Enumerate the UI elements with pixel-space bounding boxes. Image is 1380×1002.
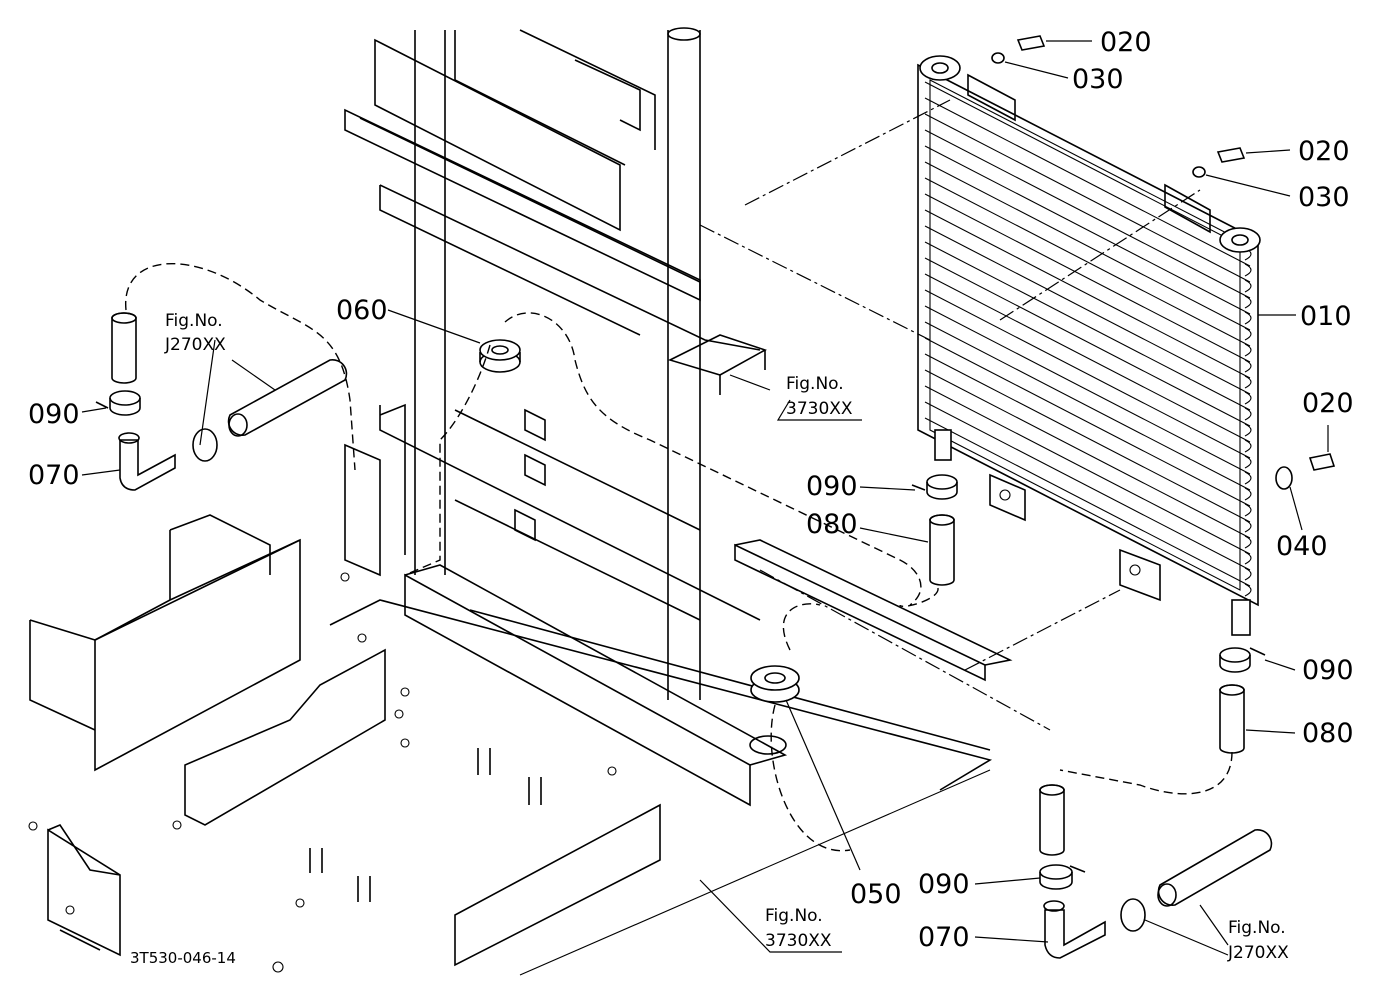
- radiator-fin: [924, 81, 1251, 251]
- radiator-fin: [924, 353, 1251, 523]
- radiator-fin: [924, 193, 1251, 363]
- radiator-fin-edge: [1244, 343, 1252, 357]
- figure-ref-number: J270XX: [1227, 943, 1289, 963]
- radiator-fin-edge: [1244, 359, 1252, 373]
- radiator-fin: [924, 385, 1251, 555]
- part-label-060: 060: [336, 295, 388, 326]
- radiator-fin-edge: [1244, 279, 1252, 293]
- part-label-070: 070: [918, 922, 970, 953]
- part-label-020: 020: [1302, 388, 1354, 419]
- part-label-050: 050: [850, 879, 902, 910]
- radiator-fin-edge: [1244, 583, 1252, 597]
- radiator-fin-edge: [1244, 375, 1252, 389]
- part-label-080: 080: [1302, 718, 1354, 749]
- radiator-fin: [924, 209, 1251, 379]
- radiator-fin-edge: [1244, 327, 1252, 341]
- radiator-fin: [924, 417, 1251, 587]
- radiator-fin: [924, 273, 1251, 443]
- radiator-fin: [924, 97, 1251, 267]
- radiator-fin-edge: [1244, 439, 1252, 453]
- figure-ref-number: J270XX: [164, 335, 226, 355]
- radiator-fin-edge: [1244, 551, 1252, 565]
- radiator-fin: [924, 145, 1251, 315]
- radiator-fin: [924, 401, 1251, 571]
- part-label-080: 080: [806, 509, 858, 540]
- radiator-fin-edge: [1244, 503, 1252, 517]
- part-label-090: 090: [1302, 655, 1354, 686]
- figure-ref-label: Fig.No.: [1228, 918, 1286, 938]
- oil-cooler-radiator: [917, 55, 1261, 636]
- hose-routing-lines: [125, 99, 1233, 852]
- part-label-030: 030: [1072, 64, 1124, 95]
- drawing-code: 3T530-046-14: [130, 949, 236, 967]
- part-label-090: 090: [806, 471, 858, 502]
- leader-lines: [81, 40, 1329, 956]
- hose-assemblies: [95, 35, 1336, 959]
- part-label-030: 030: [1298, 182, 1350, 213]
- radiator-fin-edge: [1244, 471, 1252, 485]
- radiator-fin: [924, 321, 1251, 491]
- figure-references: Fig.No. J270XX Fig.No. 3730XX Fig.No. 37…: [164, 311, 1289, 963]
- radiator-fin-edge: [1244, 407, 1252, 421]
- part-label-020: 020: [1100, 27, 1152, 58]
- figure-ref-number: 3730XX: [765, 931, 832, 951]
- radiator-fin: [924, 161, 1251, 331]
- figure-ref-label: Fig.No.: [786, 374, 844, 394]
- part-label-020: 020: [1298, 136, 1350, 167]
- radiator-fin-edge: [1244, 487, 1252, 501]
- radiator-fin: [924, 305, 1251, 475]
- part-label-090: 090: [28, 399, 80, 430]
- part-number-labels: 020 030 020 030 010 020 040 090 080 090 …: [28, 27, 1354, 953]
- figure-ref-label: Fig.No.: [165, 311, 223, 331]
- radiator-fin: [924, 257, 1251, 427]
- radiator-fin-edge: [1244, 263, 1252, 277]
- radiator-fin-edge: [1244, 295, 1252, 309]
- radiator-fin: [924, 129, 1251, 299]
- radiator-fin: [924, 225, 1251, 395]
- radiator-fin-edge: [1244, 519, 1252, 533]
- part-label-070: 070: [28, 460, 80, 491]
- radiator-fin: [924, 289, 1251, 459]
- radiator-fin: [924, 113, 1251, 283]
- radiator-fin-edge: [1244, 423, 1252, 437]
- radiator-fin: [924, 337, 1251, 507]
- part-label-010: 010: [1300, 301, 1352, 332]
- frame-structure: [28, 27, 1013, 976]
- radiator-fin: [924, 241, 1251, 411]
- figure-ref-number: 3730XX: [786, 399, 853, 419]
- radiator-fin-edge: [1244, 311, 1252, 325]
- radiator-fin: [924, 369, 1251, 539]
- radiator-fin: [924, 177, 1251, 347]
- part-label-040: 040: [1276, 531, 1328, 562]
- radiator-fin-edge: [1244, 535, 1252, 549]
- part-label-090: 090: [918, 869, 970, 900]
- radiator-fin-edge: [1244, 567, 1252, 581]
- radiator-fin-edge: [1244, 455, 1252, 469]
- figure-ref-label: Fig.No.: [765, 906, 823, 926]
- radiator-fin-edge: [1244, 391, 1252, 405]
